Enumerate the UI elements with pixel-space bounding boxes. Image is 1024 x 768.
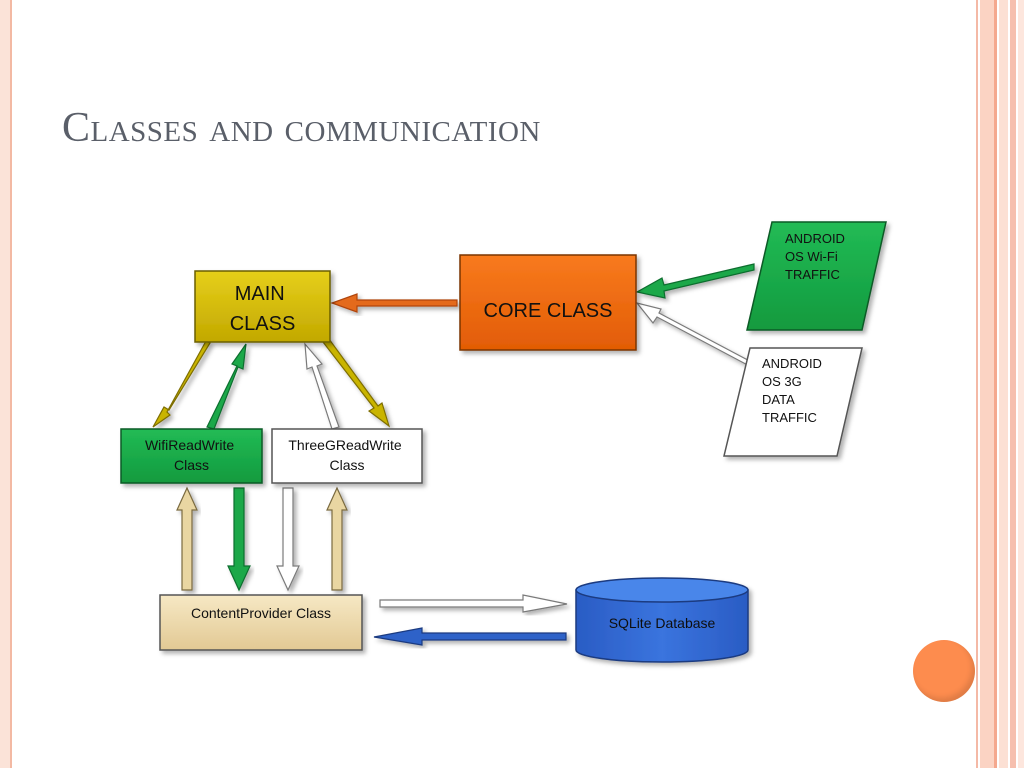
svg-text:MAIN CLASS: MAIN CLASS xyxy=(230,283,296,335)
content-provider-class-node: ContentProvider Class xyxy=(159,594,363,651)
threeg-readwrite-label-line-1: ThreeGReadWrite xyxy=(288,437,402,453)
3g-traffic-label-line-3: DATA xyxy=(762,392,795,407)
wifi-traffic-label-line-3: TRAFFIC xyxy=(785,267,840,282)
slide-title: Classes and communication xyxy=(62,105,541,151)
arrow-3g-traffic-to-core xyxy=(635,301,760,371)
arrow-contentprovider-to-threegrw xyxy=(326,486,348,591)
svg-text:SQLite Database: SQLite Database xyxy=(609,615,716,631)
slide-left-border xyxy=(0,0,10,768)
sqlite-database-label: SQLite Database xyxy=(609,615,716,631)
arrow-contentprovider-to-sqlite xyxy=(379,594,568,613)
svg-text:ThreeGReadWrite Class: ThreeGReadWrite Class xyxy=(288,437,405,473)
core-class-label: CORE CLASS xyxy=(484,300,613,322)
svg-text:ANDROID OS 3G DATA: ANDROID OS 3G DATA TRAFFIC xyxy=(762,356,826,425)
svg-text:ContentProvider Class: ContentProvider Class xyxy=(191,605,331,621)
wifi-readwrite-label-line-2: Class xyxy=(174,457,209,473)
wifi-traffic-source-node: ANDROID OS Wi-Fi TRAFFIC xyxy=(746,221,887,331)
3g-traffic-source-node: ANDROID OS 3G DATA TRAFFIC xyxy=(723,347,863,457)
svg-text:WifiReadWrite Class: WifiReadWrite Class xyxy=(145,437,238,473)
3g-traffic-label-line-1: ANDROID xyxy=(762,356,822,371)
threeg-readwrite-class-node: ThreeGReadWrite Class xyxy=(271,428,423,484)
arrow-sqlite-to-contentprovider xyxy=(373,627,567,646)
content-provider-label: ContentProvider Class xyxy=(191,605,331,621)
arrow-wifirw-to-main xyxy=(206,343,247,430)
arrow-core-to-main xyxy=(330,293,458,313)
main-class-node: MAIN CLASS xyxy=(194,270,331,343)
arrow-threegrw-to-main xyxy=(304,342,340,430)
wifi-traffic-label-line-1: ANDROID xyxy=(785,231,845,246)
main-class-label-line-1: MAIN xyxy=(235,283,285,305)
connector-arrows xyxy=(152,263,760,646)
svg-text:CORE CLASS: CORE CLASS xyxy=(484,300,613,322)
3g-traffic-label-line-4: TRAFFIC xyxy=(762,410,817,425)
wifi-readwrite-class-node: WifiReadWrite Class xyxy=(120,428,263,484)
arrow-main-to-threegrw xyxy=(322,338,391,428)
arrow-wifi-traffic-to-core xyxy=(635,263,755,299)
sqlite-database-node: SQLite Database xyxy=(575,577,749,663)
wifi-traffic-label-line-2: OS Wi-Fi xyxy=(785,249,838,264)
arrow-wifirw-to-contentprovider xyxy=(227,487,251,592)
arrow-threegrw-to-contentprovider xyxy=(276,487,300,592)
wifi-readwrite-label-line-1: WifiReadWrite xyxy=(145,437,234,453)
threeg-readwrite-label-line-2: Class xyxy=(329,457,364,473)
slide-right-stripes xyxy=(976,0,1024,768)
decorative-orange-circle xyxy=(913,640,975,702)
slide-left-border-line xyxy=(10,0,12,768)
arrow-main-to-wifirw xyxy=(152,340,211,428)
core-class-node: CORE CLASS xyxy=(459,254,637,351)
arrow-contentprovider-to-wifirw xyxy=(176,486,198,591)
main-class-label-line-2: CLASS xyxy=(230,313,296,335)
svg-text:ANDROID OS Wi-Fi T: ANDROID OS Wi-Fi TRAFFIC xyxy=(785,231,849,282)
3g-traffic-label-line-2: OS 3G xyxy=(762,374,802,389)
